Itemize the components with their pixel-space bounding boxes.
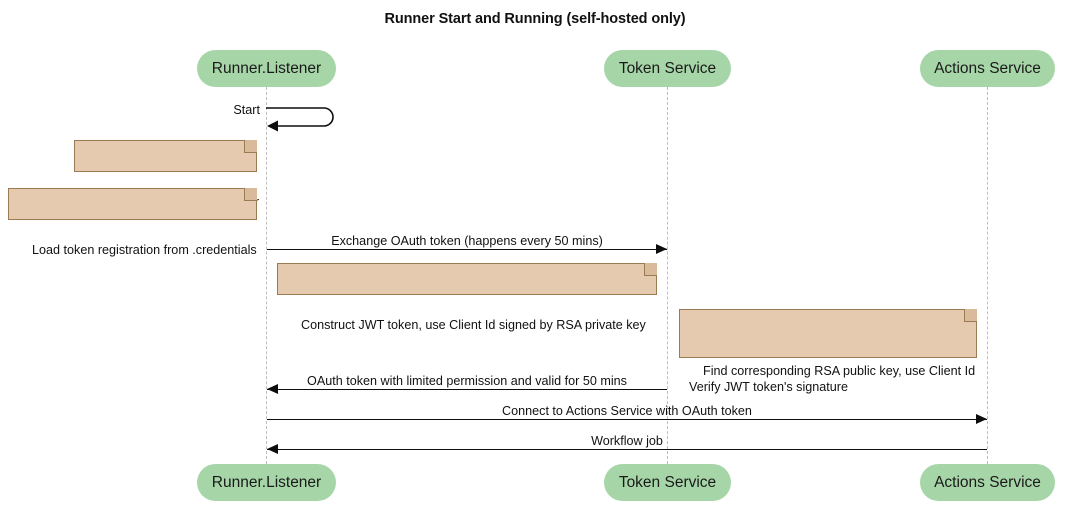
participant-label: Actions Service xyxy=(934,473,1041,491)
note-load-token-registration: Load token registration from .credential… xyxy=(8,188,257,257)
note-text: Find corresponding RSA public key, use C… xyxy=(689,364,976,394)
participant-label: Runner.Listener xyxy=(211,473,322,491)
note-fold-icon xyxy=(244,188,257,201)
participant-label: Actions Service xyxy=(934,59,1041,77)
message-line-oauth-token-returned xyxy=(267,389,667,390)
participant-label: Runner.Listener xyxy=(211,59,322,77)
message-label-exchange-oauth-token: Exchange OAuth token (happens every 50 m… xyxy=(331,234,603,248)
message-line-exchange-oauth-token xyxy=(267,249,667,250)
note-fold-icon xyxy=(964,309,977,322)
message-start-selfloop xyxy=(262,103,342,133)
participant-token-top[interactable]: Token Service xyxy=(604,50,731,87)
lifeline-token xyxy=(667,87,668,464)
note-construct-jwt-token: Construct JWT token, use Client Id signe… xyxy=(277,263,657,332)
lifeline-actions xyxy=(987,87,988,464)
message-label-oauth-token-returned: OAuth token with limited permission and … xyxy=(307,374,627,388)
participant-actions-bottom[interactable]: Actions Service xyxy=(920,464,1055,501)
note-verify-jwt-signature: Find corresponding RSA public key, use C… xyxy=(679,309,977,394)
message-arrowhead-oauth-token-returned xyxy=(267,384,278,394)
message-label-connect-actions-service: Connect to Actions Service with OAuth to… xyxy=(502,404,752,418)
page-title: Runner Start and Running (self-hosted on… xyxy=(384,11,686,27)
message-label-start: Start xyxy=(233,103,260,117)
note-text: Load token registration from .credential… xyxy=(32,243,257,257)
participant-label: Token Service xyxy=(618,473,717,491)
participant-actions-top[interactable]: Actions Service xyxy=(920,50,1055,87)
message-arrowhead-connect-actions-service xyxy=(976,414,987,424)
message-line-connect-actions-service xyxy=(267,419,987,420)
selfloop-path-icon xyxy=(266,107,334,132)
participant-runner-bottom[interactable]: Runner.Listener xyxy=(197,464,336,501)
message-line-workflow-job xyxy=(267,449,987,450)
lifeline-runner xyxy=(266,87,267,464)
note-fold-icon xyxy=(644,263,657,276)
message-arrowhead-workflow-job xyxy=(267,444,278,454)
participant-label: Token Service xyxy=(618,59,717,77)
participant-runner-top[interactable]: Runner.Listener xyxy=(197,50,336,87)
note-fold-icon xyxy=(244,140,257,153)
note-load-config: Load config info from .runner xyxy=(74,140,259,209)
note-text: Construct JWT token, use Client Id signe… xyxy=(301,318,646,332)
participant-token-bottom[interactable]: Token Service xyxy=(604,464,731,501)
message-arrowhead-exchange-oauth-token xyxy=(656,244,667,254)
message-label-workflow-job: Workflow job xyxy=(591,434,663,448)
